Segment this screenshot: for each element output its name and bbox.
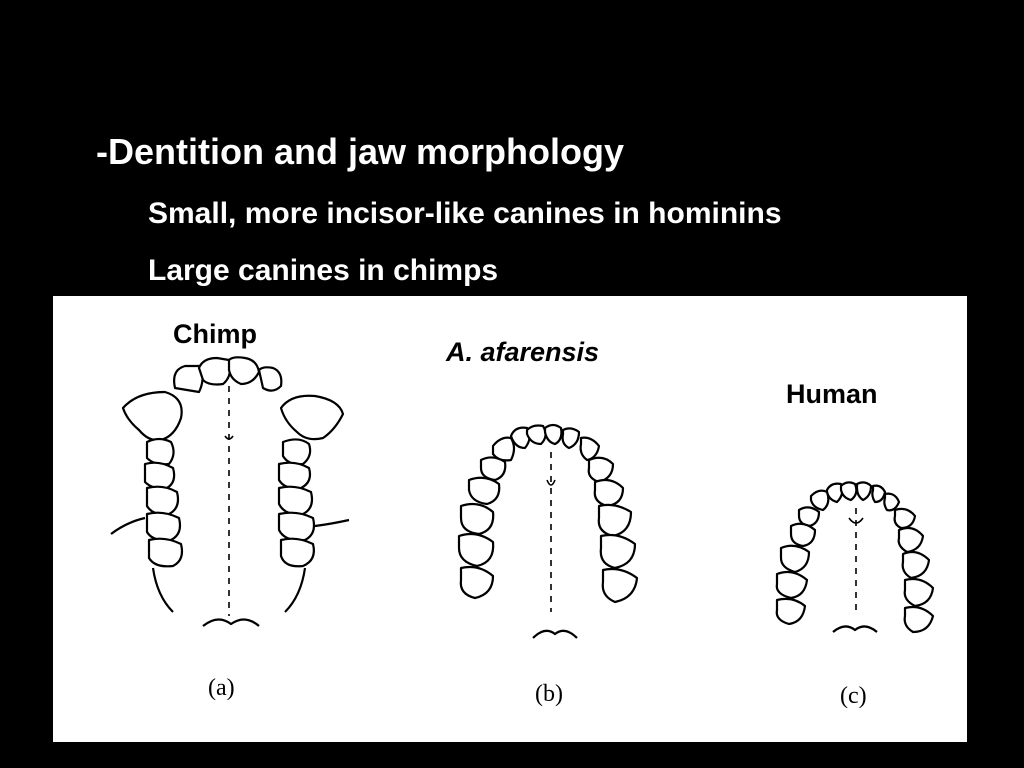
afarensis-label: A. afarensis (446, 337, 600, 367)
human-label: Human (786, 379, 878, 409)
bullet-chimp-canines: Large canines in chimps (148, 254, 499, 287)
human-dental-arcade (775, 481, 935, 634)
caption-c: (c) (840, 683, 867, 709)
dental-arcade-figure: Chimp A. afarensis Human (a) (b) (c) (53, 296, 967, 742)
chimp-dental-arcade (110, 356, 350, 627)
caption-b: (b) (535, 681, 563, 707)
caption-a: (a) (208, 675, 235, 701)
slide-heading: -Dentition and jaw morphology (96, 131, 624, 172)
bullet-hominin-canines: Small, more incisor-like canines in homi… (148, 197, 782, 230)
chimp-label: Chimp (173, 319, 257, 349)
dental-arcade-drawings (110, 356, 935, 639)
afarensis-dental-arcade (457, 423, 639, 639)
